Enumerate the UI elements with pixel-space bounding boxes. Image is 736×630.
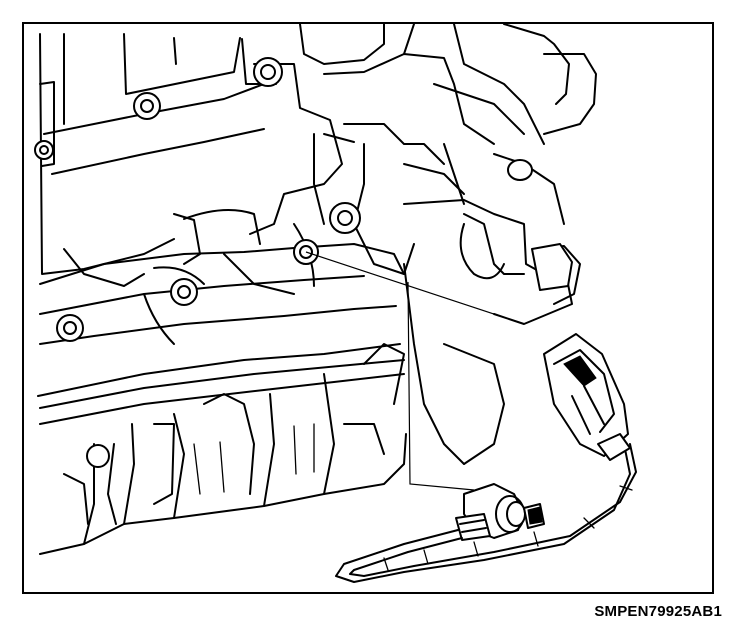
figure-code-caption: SMPEN79925AB1 — [594, 603, 722, 620]
engine-block — [37, 24, 597, 555]
bolt-bosses — [34, 57, 533, 468]
sensor-wire-harness — [335, 443, 637, 583]
diagram-frame — [22, 22, 714, 594]
engine-illustration — [34, 24, 637, 583]
harness-connector — [543, 333, 631, 461]
knock-sensor — [455, 483, 545, 541]
leader-lines — [305, 251, 525, 491]
